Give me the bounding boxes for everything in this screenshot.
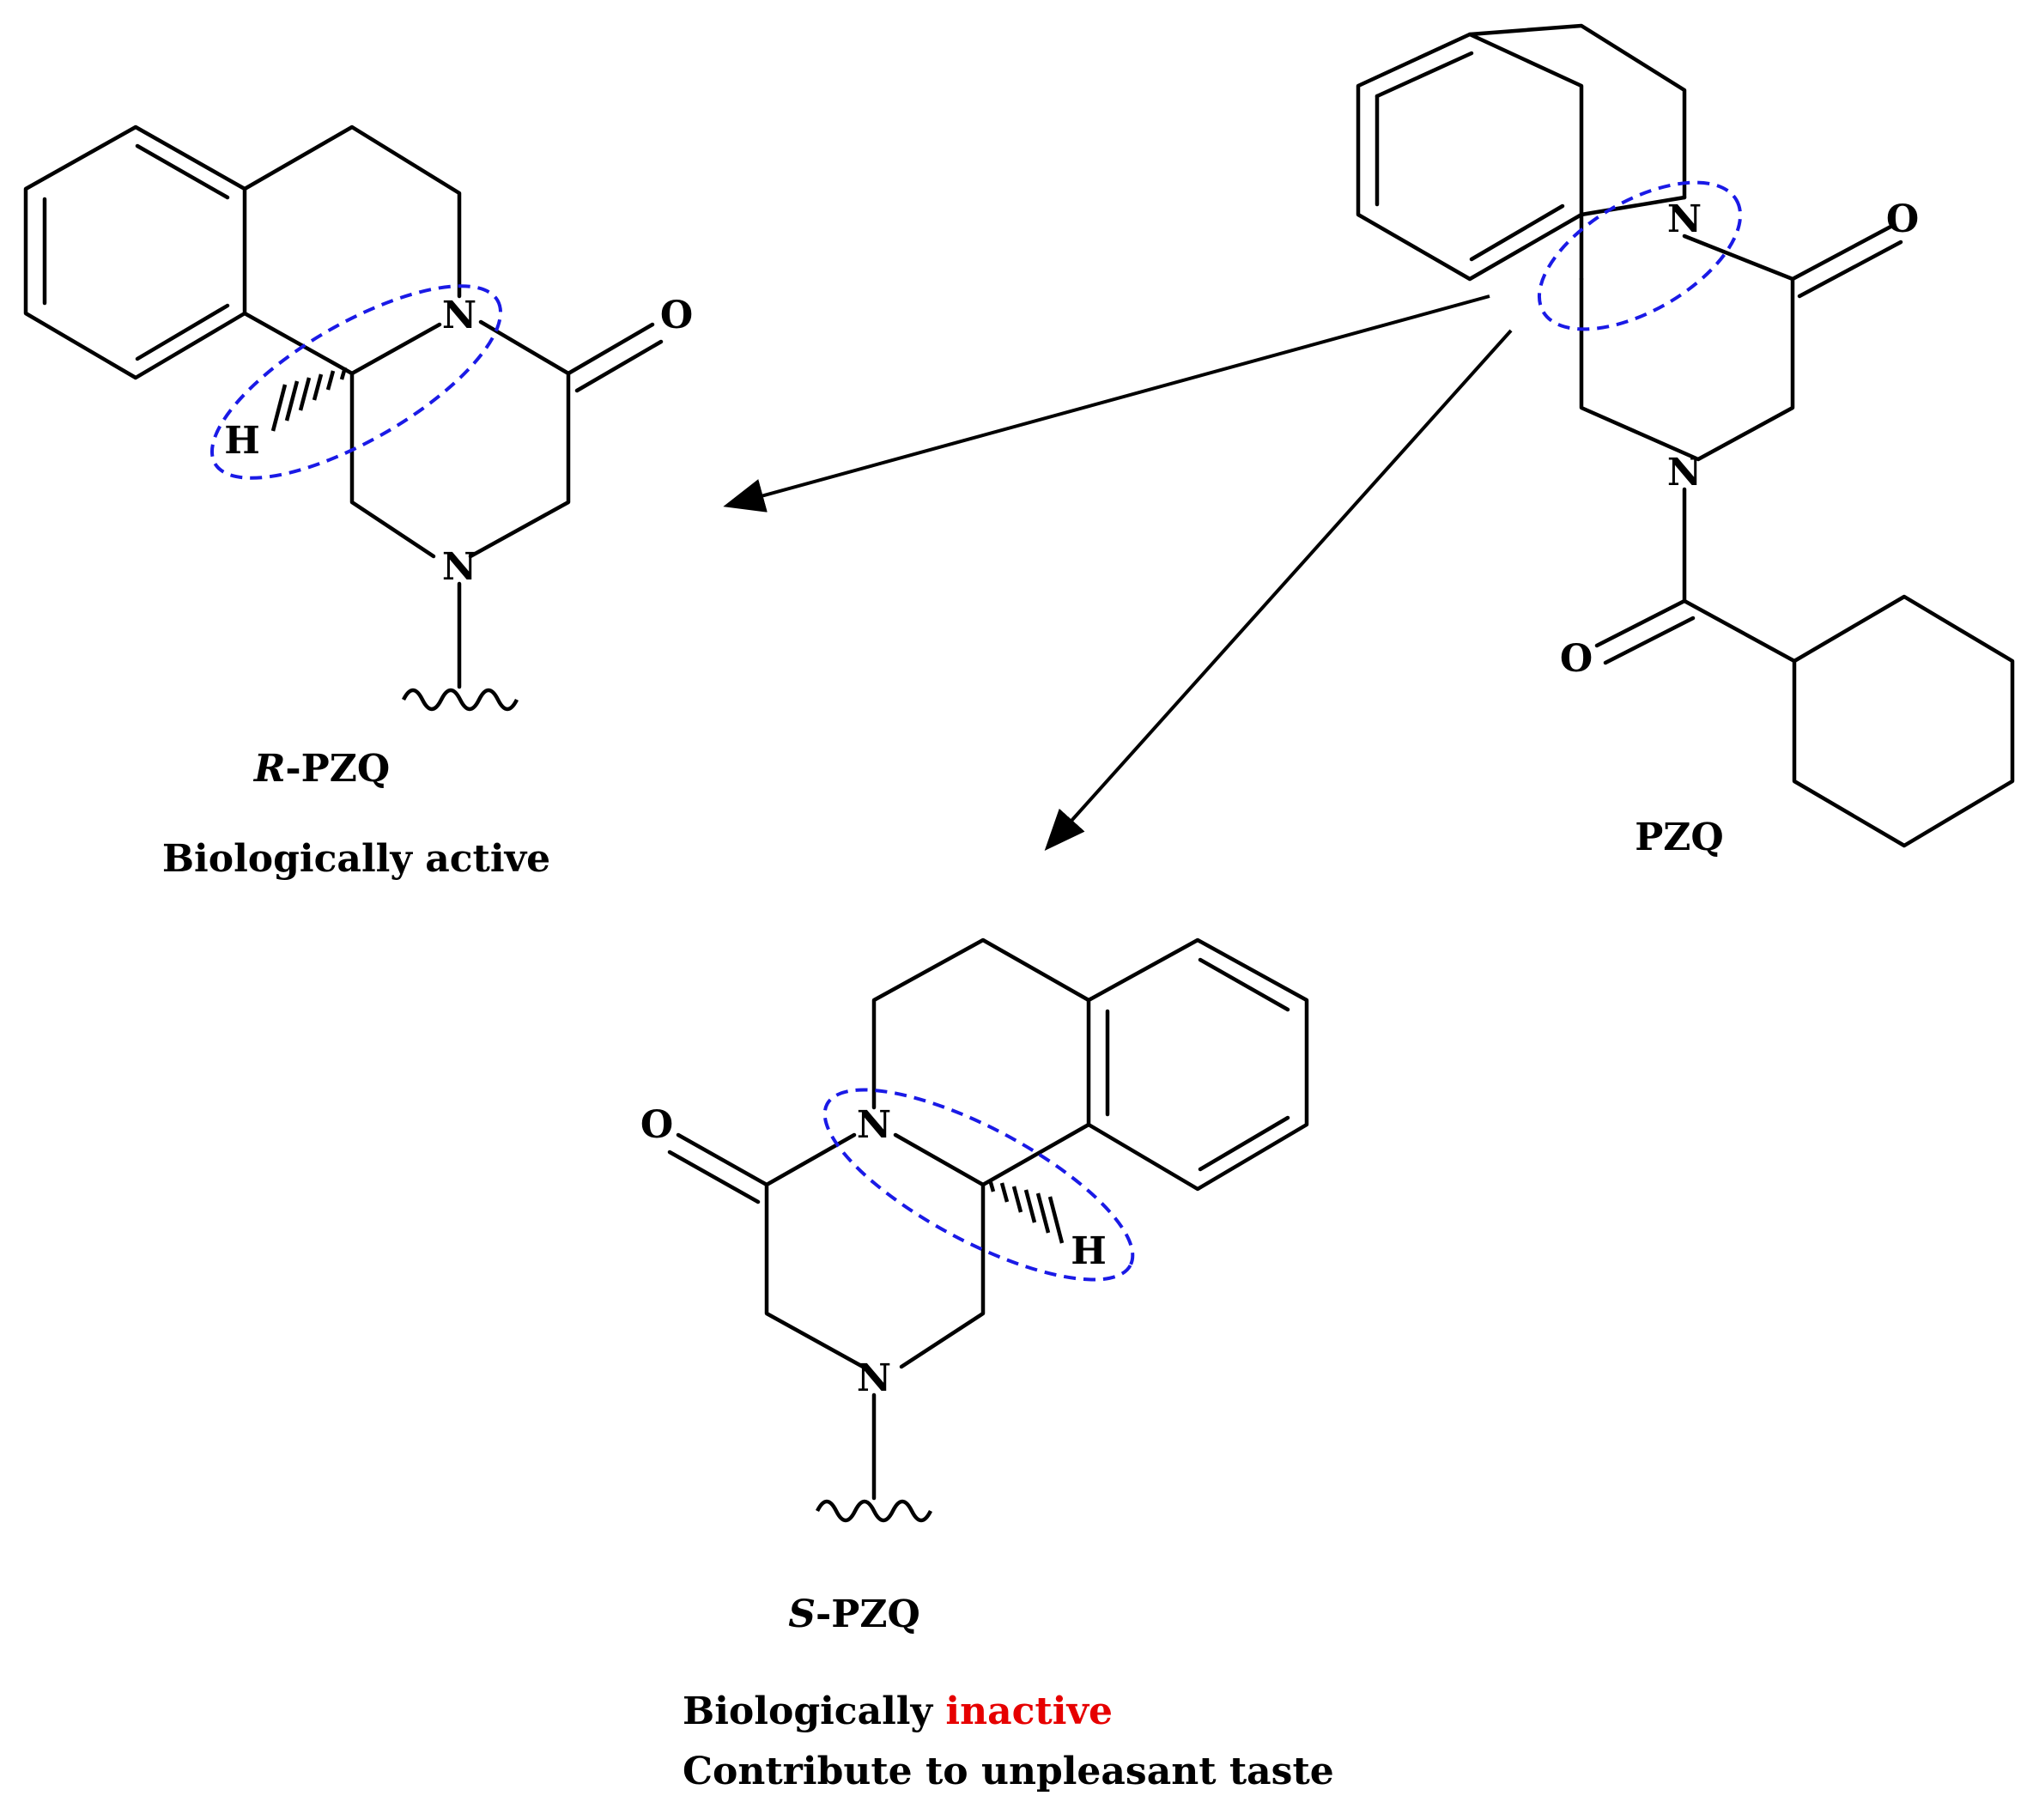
s-n2-label: N — [857, 1356, 891, 1400]
pzq-stereocenter-highlight — [1537, 180, 1743, 331]
pzq-o1-label: O — [1886, 197, 1919, 241]
pzq-o2-label: O — [1560, 637, 1593, 681]
s-pzq-structure: N O H N S-PZQ Biologically inactive Cont… — [640, 937, 1334, 1793]
pzq-carbonyl-1b — [1797, 240, 1903, 299]
s-activity-label: Biologically inactive — [683, 1690, 1113, 1733]
s-activity-inactive: inactive — [945, 1690, 1113, 1733]
pzq-piperazinone-ring — [1579, 234, 1795, 462]
s-bond-c-n — [893, 1132, 986, 1187]
s-carbonyl-b — [667, 1150, 761, 1204]
s-aromatic-double-3 — [1198, 1115, 1290, 1172]
r-carbonyl-b — [574, 339, 664, 393]
pzq-n1-label: N — [1667, 197, 1702, 241]
r-ring-junction — [242, 311, 355, 376]
r-pzq-suffix: -PZQ — [285, 747, 390, 791]
pzq-aromatic-double-3 — [1469, 203, 1565, 262]
s-aromatic-double-2 — [1198, 957, 1290, 1012]
s-tetrahydro-ring — [871, 937, 1091, 1110]
r-aromatic-double-2 — [135, 143, 230, 200]
s-pzq-suffix: -PZQ — [816, 1592, 920, 1636]
r-piperazinone-ring — [468, 319, 571, 559]
pzq-bond-acyl-cyclohexyl — [1682, 598, 1797, 664]
s-benzene-ring — [1086, 937, 1309, 1192]
arrow-to-r-pzq — [723, 294, 1490, 513]
r-hashed-wedge-h — [270, 367, 348, 432]
s-pzq-label: S-PZQ — [788, 1592, 920, 1636]
pzq-carbonyl-1a — [1790, 222, 1896, 282]
r-wavy-bond — [401, 688, 519, 712]
pzq-benzene-ring — [1356, 32, 1584, 282]
r-activity-label: Biologically active — [162, 837, 550, 881]
pzq-cyclohexane-ring — [1792, 594, 2015, 848]
s-ring-junction — [980, 1122, 1091, 1187]
pzq-tetrahydro-ring — [1467, 23, 1687, 200]
s-carbonyl-a — [676, 1132, 769, 1187]
r-bond-c-n — [349, 322, 442, 376]
s-o-label: O — [640, 1103, 673, 1147]
pzq-aromatic-double-1 — [1375, 51, 1474, 99]
pzq-carbonyl-2a — [1594, 598, 1687, 648]
arrow-to-s-pzq — [1044, 329, 1513, 851]
s-n1-label: N — [857, 1103, 891, 1147]
r-o-label: O — [660, 294, 693, 337]
s-pzq-prefix: S — [788, 1592, 816, 1636]
s-wavy-bond — [815, 1499, 933, 1523]
r-n1-label: N — [442, 294, 476, 337]
r-stereocenter-highlight — [209, 284, 503, 480]
r-pzq-prefix: R — [252, 747, 286, 791]
s-hashed-wedge-h — [987, 1179, 1065, 1244]
pzq-carbonyl-2b — [1603, 616, 1696, 665]
s-piperazinone-right — [899, 1182, 986, 1369]
r-h-label: H — [224, 419, 260, 463]
r-pzq-label: R-PZQ — [252, 747, 390, 791]
r-pzq-structure: N O H N R-PZQ Biologically active — [23, 124, 693, 881]
r-carbonyl-a — [566, 322, 655, 376]
pzq-label: PZQ — [1635, 816, 1724, 859]
r-benzene-ring — [23, 124, 247, 380]
r-tetrahydro-ring — [242, 124, 462, 299]
pzq-structure: N O N O PZQ — [1356, 23, 2015, 859]
r-piperazinone-left — [349, 371, 436, 559]
pzq-bond-c-n — [1579, 195, 1687, 217]
s-taste-label: Contribute to unpleasant taste — [683, 1750, 1334, 1793]
pzq-n2-label: N — [1667, 451, 1702, 494]
s-stereocenter-highlight — [822, 1088, 1135, 1282]
s-piperazinone-ring — [764, 1132, 865, 1369]
s-h-label: H — [1071, 1229, 1107, 1273]
r-aromatic-double-3 — [135, 303, 230, 361]
s-activity-prefix: Biologically — [683, 1690, 945, 1733]
r-n2-label: N — [442, 545, 476, 589]
